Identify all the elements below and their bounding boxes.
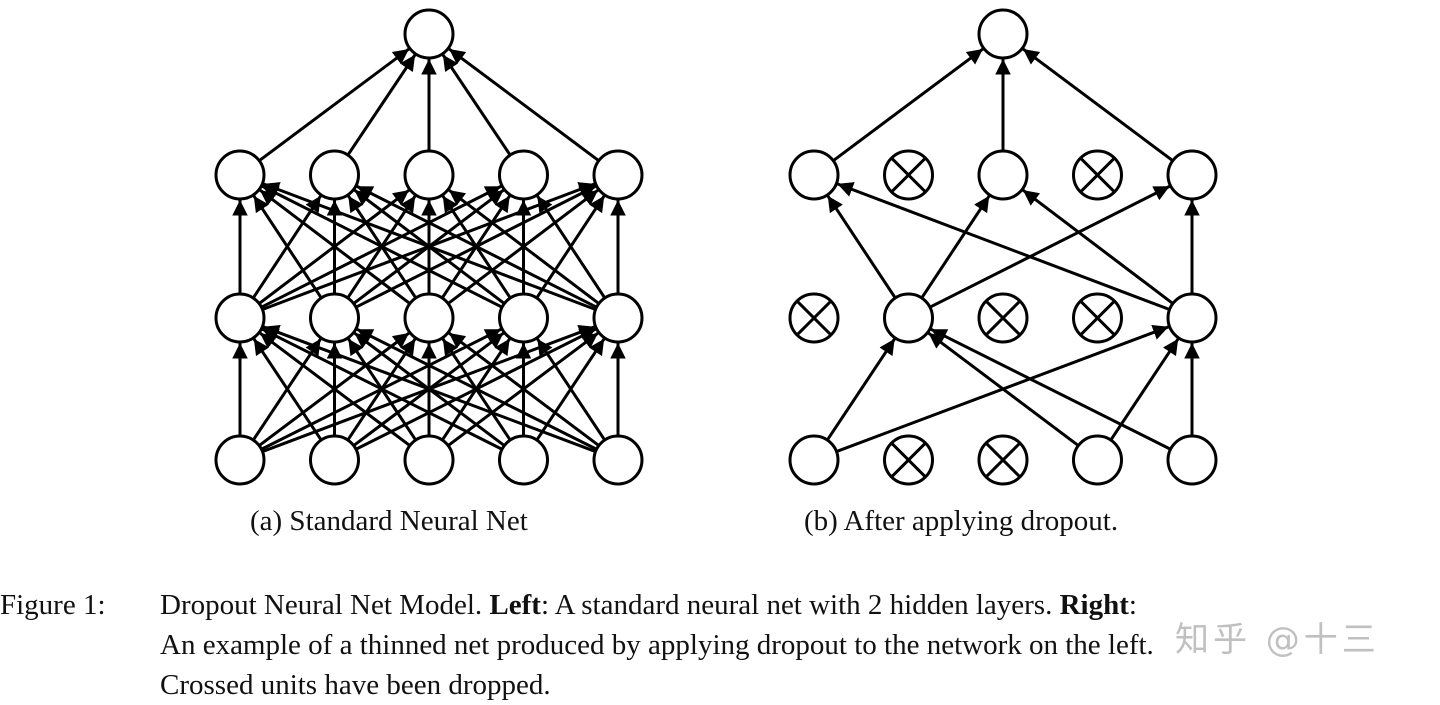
connection-arrow: [927, 331, 1080, 447]
connection-arrow: [1022, 188, 1174, 305]
neuron-node: [498, 292, 549, 344]
caption-bold-left: Left: [489, 589, 541, 621]
dropped-cross-mark: [984, 441, 1022, 479]
caption-text: Dropout Neural Net Model.: [160, 589, 490, 621]
caption-line-3: Crossed units have been dropped.: [160, 669, 551, 701]
connection-arrow: [259, 188, 411, 305]
neuron-node: [977, 149, 1029, 201]
neuron-node: [403, 8, 455, 60]
neuron-node: [309, 292, 360, 344]
neuron-node: [1072, 434, 1123, 486]
connection-arrow: [262, 182, 597, 311]
neuron-node: [1166, 434, 1218, 486]
caption-body: Dropout Neural Net Model. Left: A standa…: [160, 585, 1440, 705]
dropped-cross-mark: [890, 156, 927, 194]
neuron-node: [498, 149, 549, 201]
neuron-node: [592, 292, 644, 344]
caption-text: :: [1128, 589, 1137, 621]
caption-line-1: Dropout Neural Net Model. Left: A standa…: [160, 585, 1440, 625]
connection-arrow: [258, 47, 410, 162]
dropped-cross-mark: [1079, 156, 1116, 194]
connection-arrow: [826, 195, 897, 299]
neuron-node: [883, 292, 934, 344]
connection-arrow: [356, 184, 598, 309]
dropped-cross-mark: [890, 441, 927, 479]
neuron-node: [214, 434, 266, 486]
subcaption-dropout-net: (b) After applying dropout.: [804, 505, 1119, 537]
connection-arrow: [448, 188, 600, 305]
connection-arrow: [920, 195, 991, 299]
connection-arrow: [836, 182, 1171, 311]
connection-arrow: [252, 195, 323, 299]
neuron-node: [214, 149, 266, 201]
dropout-network-panel: [788, 8, 1218, 486]
connection-arrow: [441, 53, 512, 156]
neuron-node: [309, 434, 360, 486]
standard-network-panel: [214, 8, 644, 486]
neuron-node: [788, 434, 840, 486]
neuron-node: [1166, 149, 1218, 201]
neuron-node: [498, 434, 549, 486]
neuron-node: [592, 149, 644, 201]
connection-arrow: [356, 327, 598, 451]
caption-bold-right: Right: [1059, 589, 1129, 621]
neuron-node: [309, 149, 360, 201]
connection-arrow: [262, 324, 597, 453]
connection-arrow: [252, 337, 323, 441]
connection-arrow: [536, 337, 606, 441]
dropped-cross-mark: [795, 299, 833, 337]
neuron-node: [403, 292, 455, 344]
connection-arrow: [261, 184, 503, 309]
figure-label: Figure 1:: [0, 589, 106, 621]
connection-arrow: [930, 327, 1172, 451]
caption-line-2: An example of a thinned net produced by …: [160, 629, 1154, 661]
connection-arrow: [346, 53, 417, 156]
connection-arrow: [1109, 337, 1180, 441]
caption-text: : A standard neural net with 2 hidden la…: [540, 589, 1060, 621]
connection-arrow: [259, 331, 411, 447]
connection-arrow: [536, 195, 607, 299]
dropped-cross-mark: [1079, 299, 1116, 337]
dropout-diagram: [214, 8, 1218, 486]
connection-arrow: [929, 184, 1171, 309]
connection-arrow: [826, 337, 896, 441]
dropped-cross-mark: [984, 299, 1022, 337]
connection-arrow: [261, 327, 503, 451]
neuron-node: [788, 149, 840, 201]
neuron-node: [1166, 292, 1218, 344]
neuron-node: [977, 8, 1029, 60]
neuron-node: [403, 434, 455, 486]
neuron-node: [214, 292, 266, 344]
neuron-node: [403, 149, 455, 201]
connection-arrow: [448, 331, 600, 447]
neuron-node: [592, 434, 644, 486]
connection-arrow: [448, 47, 600, 162]
connection-arrow: [832, 47, 984, 162]
connection-arrow: [1022, 47, 1174, 162]
subcaption-standard-net: (a) Standard Neural Net: [250, 505, 528, 537]
